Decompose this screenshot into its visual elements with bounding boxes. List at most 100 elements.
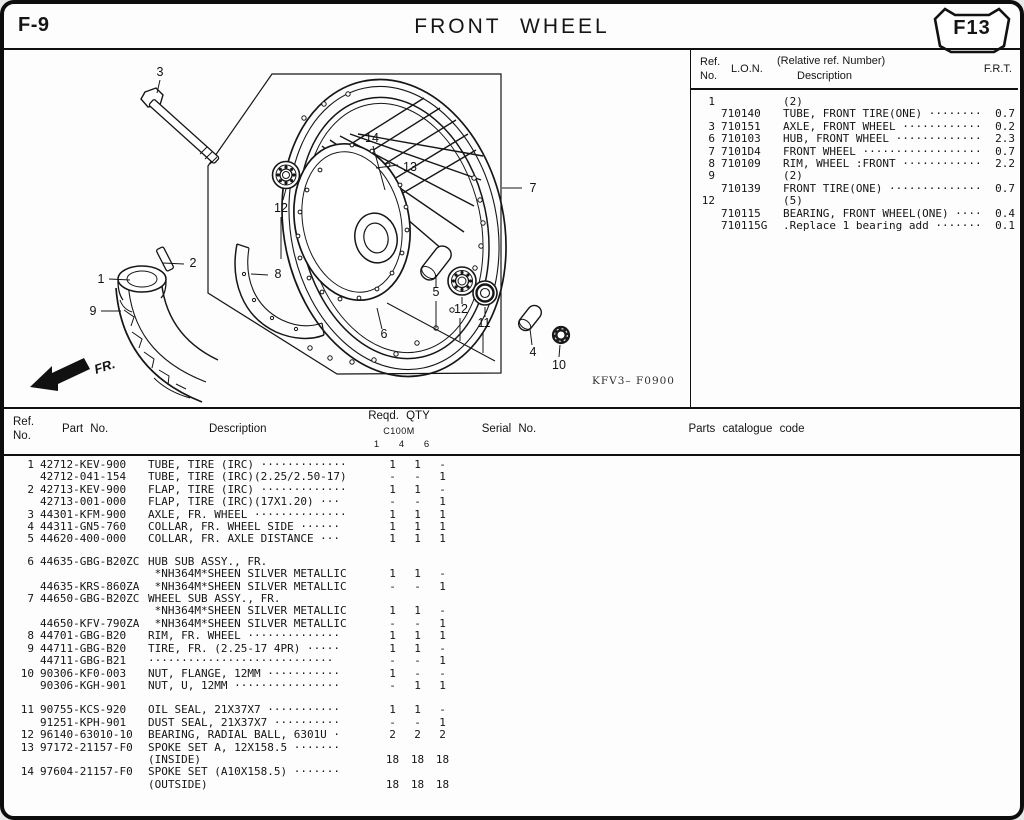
part-no-cell: 44620-400-000 — [40, 532, 127, 546]
dust-seal-art — [472, 280, 498, 306]
part-no-cell: 96140-63010-10 — [40, 728, 133, 742]
part-no-cell — [34, 605, 148, 617]
description-cell: ···························· — [148, 654, 334, 668]
description-cell: SPOKE SET (A10X158.5) ······· — [148, 765, 341, 779]
part-no-cell — [34, 779, 148, 791]
frt-cell: 0.7 — [995, 181, 1015, 195]
qty-4-cell: - — [414, 654, 421, 668]
lon-cell: 710109 — [721, 157, 761, 171]
part-no-cell: 97172-21157-F0 — [40, 740, 133, 754]
description-cell: (INSIDE) — [148, 752, 201, 766]
qty-6-cell: - — [439, 604, 446, 618]
qty-6-cell: 2 — [439, 728, 446, 742]
hub-art — [293, 142, 411, 302]
description-cell: TUBE, TIRE (IRC) ············· — [148, 458, 347, 471]
flap-art — [234, 243, 325, 340]
ref-number-table: Ref. No. L.O.N. (Relative ref. Number) D… — [691, 50, 1020, 407]
ref-no-cell: 14 — [20, 765, 34, 779]
description-cell: .Replace 1 bearing add ······· — [783, 220, 982, 233]
ref-no-cell: 11 — [20, 703, 34, 717]
page-tab-label: F13 — [953, 17, 991, 39]
part-no-cell — [34, 568, 148, 580]
parts-table-row: 44635-KRS-860ZA *NH364M*SHEEN SILVER MET… — [4, 580, 1020, 593]
qty-4-cell: 1 — [414, 604, 421, 618]
description-cell: RIM, FR. WHEEL ·············· — [148, 629, 341, 643]
qty-1-cell: 1 — [389, 666, 396, 680]
qty-6-cell: - — [439, 567, 446, 581]
lon-cell — [715, 170, 781, 182]
description-cell: FRONT TIRE(ONE) ·············· — [783, 182, 982, 195]
leader-lines — [101, 79, 561, 362]
lon-cell — [715, 195, 781, 207]
qty-6-cell: 1 — [439, 495, 446, 509]
description-cell: FRONT WHEEL ·················· — [783, 145, 982, 158]
qty-6-cell: - — [439, 458, 446, 471]
ref-no-cell: 1 — [708, 95, 715, 108]
description-cell: DUST SEAL, 21X37X7 ·········· — [148, 715, 341, 729]
ref-no-cell: 7 — [27, 592, 34, 606]
collar-distance-art — [517, 304, 543, 332]
qty-4-cell: 2 — [414, 728, 421, 742]
part-number-label: 7 — [530, 181, 537, 195]
diagram-code: KFV3– F0900 — [592, 375, 675, 387]
frt-cell: 2.3 — [995, 132, 1015, 146]
qty-6-cell: 1 — [439, 678, 446, 692]
qty-1-cell: - — [389, 495, 396, 509]
fr-direction-label: FR. — [92, 356, 117, 377]
qty-1-cell: 1 — [389, 482, 396, 496]
part-no-cell: 90306-KGH-901 — [40, 678, 127, 692]
description-cell: WHEEL SUB ASSY., FR. — [148, 592, 281, 606]
ref-no-cell — [691, 208, 715, 220]
part-no-cell: 42713-001-000 — [40, 495, 127, 509]
ref-no-cell — [4, 655, 34, 667]
frt-cell — [989, 170, 1020, 182]
qty-col-6: 6 — [423, 439, 430, 450]
qty-1-cell: 1 — [389, 604, 396, 618]
ref-col-header: Ref. — [700, 56, 721, 68]
qty-4-cell: 1 — [414, 482, 421, 496]
qty-6-cell: 18 — [435, 777, 450, 791]
qty-1-cell — [380, 766, 405, 778]
part-number-label: 3 — [157, 65, 164, 79]
qty-4-cell: 18 — [410, 777, 425, 791]
part-number-label: 13 — [403, 160, 417, 174]
lon-cell: 710139 — [721, 181, 761, 195]
ref-no-cell: 7 — [708, 144, 715, 158]
ref-no-cell: 4 — [27, 520, 34, 534]
part-number-label: 11 — [478, 316, 491, 330]
parts-table-row: 44711-GBG-B21···························… — [4, 654, 1020, 668]
ref-no-cell — [691, 220, 715, 232]
qty-1-cell: 1 — [389, 641, 396, 655]
ref-no-cell: 6 — [27, 554, 34, 568]
qty-col-1: 1 — [373, 439, 380, 450]
part-number-label: 12 — [274, 201, 288, 215]
description-cell: (OUTSIDE) — [148, 777, 208, 791]
part-no-cell: 42712-041-154 — [40, 470, 127, 484]
description-cell: AXLE, FR. WHEEL ·············· — [148, 507, 347, 521]
qty-4-cell: 1 — [414, 641, 421, 655]
description-cell: *NH364M*SHEEN SILVER METALLIC — [148, 616, 347, 630]
frt-cell: 0.1 — [995, 219, 1015, 233]
qty-1-cell: 1 — [389, 458, 396, 471]
qty-6-cell: 18 — [435, 752, 450, 766]
qty-1-cell: - — [389, 616, 396, 630]
ref-no-cell: 2 — [27, 482, 34, 496]
part-number-label: 2 — [190, 256, 197, 270]
bearing-left-art — [271, 160, 301, 190]
parts-description-header: Description — [209, 423, 267, 435]
fr-direction-arrow-icon — [30, 358, 90, 391]
part-number-label: 9 — [90, 304, 97, 318]
description-cell: TIRE, FR. (2.25-17 4PR) ····· — [148, 641, 341, 655]
